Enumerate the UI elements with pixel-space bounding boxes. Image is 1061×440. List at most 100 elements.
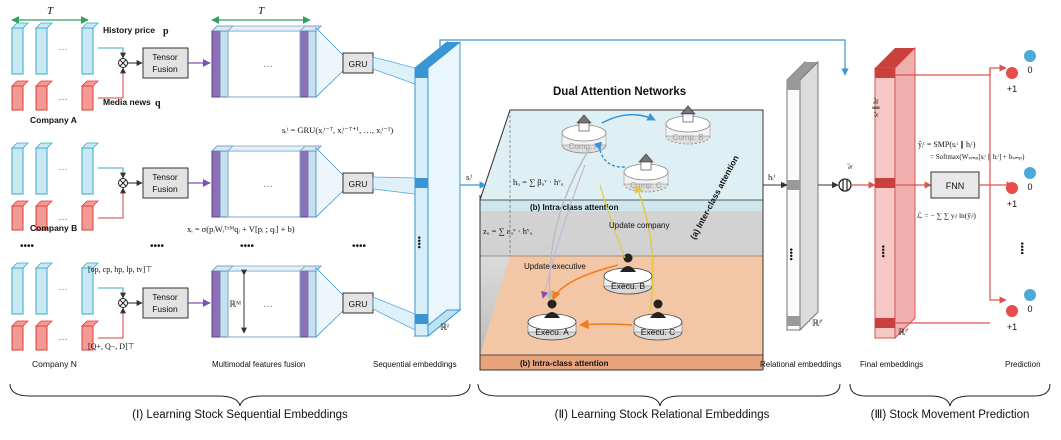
section-3-brace bbox=[849, 383, 1051, 407]
loss-equation: ℒ = − ∑ ∑ yᵢʲ ln(ŷᵢʲ) bbox=[917, 211, 976, 220]
media-news-symbol: q bbox=[155, 98, 161, 109]
company-n-label: Company N bbox=[32, 359, 77, 369]
concat-operator bbox=[838, 178, 852, 192]
news-ellipsis: … bbox=[58, 92, 68, 103]
feature-bar bbox=[211, 270, 221, 338]
final-vdots: •••• bbox=[878, 245, 888, 258]
rel-output-label: hᵢᵗ bbox=[768, 172, 776, 182]
feature-ellipsis: … bbox=[263, 179, 273, 190]
price-bar-top bbox=[35, 22, 53, 29]
prediction-value-down: +1 bbox=[1007, 322, 1017, 332]
prediction-group: 0+1 bbox=[1006, 50, 1036, 94]
news-ellipsis: … bbox=[58, 212, 68, 223]
gru-label: GRU bbox=[349, 299, 368, 309]
price-ellipsis: … bbox=[58, 162, 68, 173]
gru-to-seq-funnel bbox=[372, 56, 416, 85]
exec-b-to-comp-arrow bbox=[599, 184, 626, 259]
exec-c-to-a-arrow bbox=[579, 319, 633, 330]
prediction-value-down: +1 bbox=[1007, 84, 1017, 94]
section-1-title: (Ⅰ) Learning Stock Sequential Embeddings bbox=[132, 409, 348, 421]
tensor-product-x2 bbox=[119, 299, 127, 307]
person-icon-head bbox=[653, 299, 663, 309]
features-to-gru-funnel bbox=[315, 147, 346, 218]
person-icon-head bbox=[547, 299, 557, 309]
feature-bar-side bbox=[219, 30, 229, 98]
price-vector-label: [op, cp, hp, lp, tv]⊤ bbox=[88, 265, 152, 274]
person-icon bbox=[620, 266, 636, 272]
comp-to-exec-arrow bbox=[545, 147, 591, 301]
feature-bar bbox=[299, 30, 309, 98]
features-to-gru-funnel bbox=[315, 267, 346, 338]
time-arrow-left: T bbox=[11, 5, 89, 24]
price-ellipsis: … bbox=[58, 282, 68, 293]
company-b-label: Company B bbox=[30, 223, 77, 233]
gru-label: GRU bbox=[349, 59, 368, 69]
intra-attention-top-label: (b) Intra-class attention bbox=[530, 203, 619, 212]
price-bar-top bbox=[11, 142, 29, 149]
feature-block-top bbox=[227, 145, 306, 152]
prediction-node-up bbox=[1024, 289, 1036, 301]
tensor-fusion-box bbox=[142, 287, 189, 319]
rows-ellipsis-4: •••• bbox=[352, 241, 367, 252]
z-equation: zᵤ = ∑ εᵤᵛ · hᵛᵤ bbox=[483, 226, 532, 236]
news-vector-label: [Q+, Q−, D]⊤ bbox=[88, 342, 135, 351]
time-arrow-right: T bbox=[211, 5, 311, 24]
feature-bar-side bbox=[307, 270, 317, 338]
features-to-gru-funnel bbox=[315, 27, 346, 98]
price-to-product-line bbox=[98, 167, 126, 179]
tensor-product-x2 bbox=[119, 59, 127, 67]
final-concat-label: sᵢᵗ ∥ hᵢᵗ bbox=[871, 97, 880, 117]
price-bar bbox=[11, 27, 24, 75]
price-ellipsis: … bbox=[58, 42, 68, 53]
house-icon bbox=[640, 161, 652, 171]
executive-node-label: Execu. A bbox=[535, 327, 569, 337]
pred-line-bottom bbox=[989, 68, 1007, 304]
news-bar bbox=[35, 85, 48, 111]
feature-block-top bbox=[227, 25, 306, 32]
gru-to-seq-funnel bbox=[372, 176, 416, 195]
price-bar bbox=[35, 267, 48, 315]
price-bar bbox=[35, 27, 48, 75]
rows-ellipsis-3: •••• bbox=[240, 241, 255, 252]
prediction-node-down bbox=[1006, 182, 1018, 194]
news-bar bbox=[35, 325, 48, 351]
price-bar bbox=[35, 147, 48, 195]
prediction-value-down: +1 bbox=[1007, 199, 1017, 209]
news-ellipsis: … bbox=[58, 332, 68, 343]
tensor-fusion-label-2: Fusion bbox=[152, 304, 178, 314]
softmax-equation: = Softmax(Wₛₘₚ[sᵢᵗ ∥ hᵢᵗ] + bₛₘₚ) bbox=[930, 153, 1025, 161]
final-embedding-prism: •••• ℝᶠ' bbox=[874, 46, 916, 340]
news-bar bbox=[81, 205, 94, 231]
price-bar bbox=[81, 267, 94, 315]
news-bar-top bbox=[81, 320, 99, 327]
dan-title: Dual Attention Networks bbox=[553, 86, 686, 98]
price-bar bbox=[11, 267, 24, 315]
prediction-nodes: 0+10+10+1 bbox=[1006, 50, 1036, 332]
gru-to-seq-funnel bbox=[372, 296, 416, 331]
price-bar-top bbox=[81, 22, 99, 29]
executive-node: Execu. B bbox=[603, 253, 653, 295]
sequential-embedding-prism: •••• ℝᶠ bbox=[413, 40, 462, 338]
feature-bar bbox=[211, 150, 221, 218]
prediction-group: 0+1 bbox=[1006, 167, 1036, 209]
tensor-fusion-label-2: Fusion bbox=[152, 184, 178, 194]
seq-output-label: sᵢᵗ bbox=[466, 172, 473, 182]
h-equation: hᵤ = ∑ βᵤᵛ · hᵛᵤ bbox=[513, 177, 564, 187]
final-dim-label: ℝᶠ' bbox=[898, 327, 909, 337]
price-bar bbox=[11, 147, 24, 195]
comp-b-to-a-arrow bbox=[601, 112, 656, 124]
price-bar-top bbox=[35, 262, 53, 269]
comp-c-to-a-arrow bbox=[593, 141, 626, 168]
rel-vdots: •••• bbox=[786, 248, 796, 261]
company-node-label: Comp. A bbox=[569, 142, 600, 151]
history-price-symbol: p bbox=[163, 26, 169, 37]
prediction-node-up bbox=[1024, 50, 1036, 62]
smp-equation: ŷᵢᵗ = SMP(sᵢᵗ ∥ hᵢᵗ) bbox=[918, 140, 976, 149]
price-to-product-line bbox=[98, 47, 126, 59]
news-bar-top bbox=[11, 320, 29, 327]
feature-ellipsis: … bbox=[263, 299, 273, 310]
